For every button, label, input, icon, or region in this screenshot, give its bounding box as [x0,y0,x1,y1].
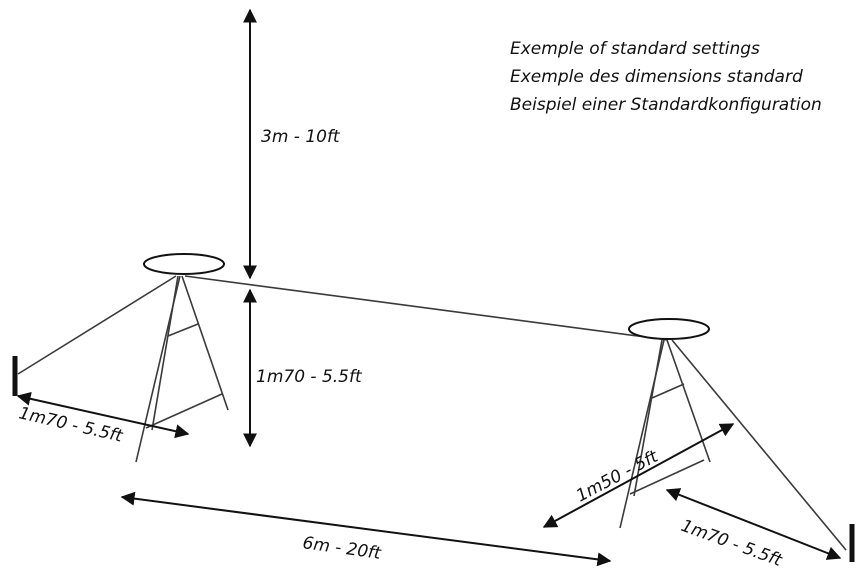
left-guy-line [17,275,177,375]
top-height-label: 3m - 10ft [261,127,341,147]
left-post-ring [143,253,225,275]
main-line [184,275,669,341]
left-tripod-leg-right [181,275,229,411]
right-base-width-label: 1m50 - 5ft [573,446,663,506]
left-anchor-distance-label: 1m70 - 5.5ft [17,403,126,447]
left-tripod-leg-back [151,275,179,431]
right-tripod [619,318,855,562]
right-anchor-distance-arrow [665,488,842,560]
left-tripod-brace-upper [167,323,199,337]
caption-line-french: Exemple des dimensions standard [510,67,803,87]
right-tripod-brace-upper [651,383,685,399]
right-tripod-leg-right [666,339,711,463]
right-post-ring [628,318,710,340]
caption-line-german: Beispiel einer Standardkonfiguration [510,95,822,115]
span-label: 6m - 20ft [301,533,383,564]
caption-line-english: Exemple of standard settings [510,39,760,59]
right-guy-line [671,339,847,551]
right-anchor-distance-label: 1m70 - 5.5ft [678,516,785,568]
span-arrow [120,491,612,567]
left-post-height-label: 1m70 - 5.5ft [256,367,363,387]
left-anchor-distance-arrow [16,391,190,439]
right-base-width-arrow [542,423,735,528]
